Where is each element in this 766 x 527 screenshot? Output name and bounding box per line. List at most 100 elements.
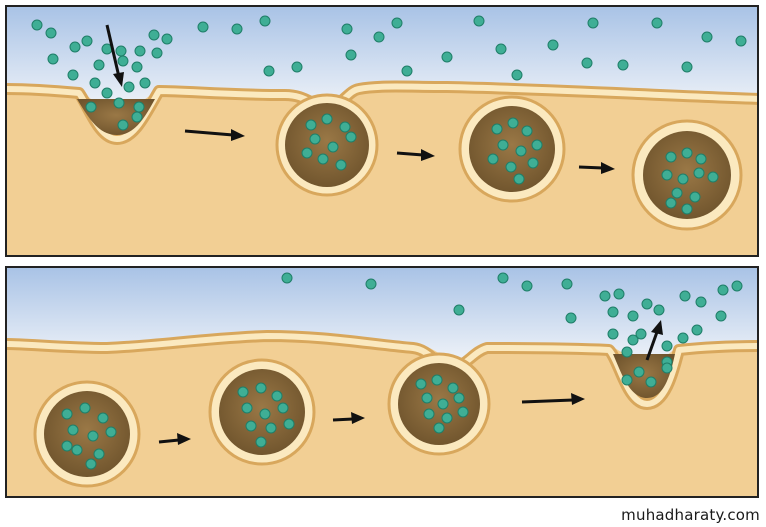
particle-icon xyxy=(61,408,73,420)
particle-icon xyxy=(701,31,713,43)
particle-icon xyxy=(105,426,117,438)
particle-icon xyxy=(495,43,507,55)
particle-icon xyxy=(645,376,657,388)
particle-icon xyxy=(521,280,533,292)
arrow-icon xyxy=(184,129,245,141)
particle-icon xyxy=(271,390,283,402)
arrow-icon xyxy=(521,393,585,405)
particle-icon xyxy=(31,19,43,31)
particle-icon xyxy=(415,378,427,390)
particle-icon xyxy=(661,362,673,374)
particle-icon xyxy=(715,310,727,322)
particle-icon xyxy=(115,45,127,57)
particle-icon xyxy=(97,412,109,424)
particle-icon xyxy=(433,422,445,434)
extracellular-fluid xyxy=(7,268,757,360)
particle-icon xyxy=(511,69,523,81)
particle-icon xyxy=(373,31,385,43)
particle-icon xyxy=(283,418,295,430)
particle-icon xyxy=(441,412,453,424)
particle-icon xyxy=(81,35,93,47)
particle-icon xyxy=(653,304,665,316)
particle-icon xyxy=(263,65,275,77)
particle-icon xyxy=(117,119,129,131)
particle-icon xyxy=(151,47,163,59)
particle-icon xyxy=(265,422,277,434)
particle-icon xyxy=(681,147,693,159)
endocytosis-panel xyxy=(5,5,759,257)
arrow-icon xyxy=(396,149,435,161)
particle-icon xyxy=(661,340,673,352)
particle-icon xyxy=(497,139,509,151)
particle-icon xyxy=(665,151,677,163)
arrow-icon xyxy=(158,433,191,445)
particle-icon xyxy=(327,141,339,153)
exocytosis-panel xyxy=(5,266,759,498)
particle-icon xyxy=(305,119,317,131)
particle-icon xyxy=(255,436,267,448)
particle-icon xyxy=(547,39,559,51)
particle-icon xyxy=(527,157,539,169)
particle-icon xyxy=(259,15,271,27)
particle-icon xyxy=(131,111,143,123)
particle-icon xyxy=(93,59,105,71)
particle-icon xyxy=(365,278,377,290)
particle-icon xyxy=(291,61,303,73)
endocytosis-diagram xyxy=(7,7,757,255)
particle-icon xyxy=(665,197,677,209)
particle-icon xyxy=(693,167,705,179)
particle-icon xyxy=(679,290,691,302)
particle-icon xyxy=(101,87,113,99)
particle-icon xyxy=(695,153,707,165)
particle-icon xyxy=(651,17,663,29)
vesicle-icon xyxy=(275,93,379,197)
particle-icon xyxy=(641,298,653,310)
particle-icon xyxy=(345,131,357,143)
particle-icon xyxy=(681,61,693,73)
particle-icon xyxy=(69,41,81,53)
particle-icon xyxy=(139,77,151,89)
particle-icon xyxy=(691,324,703,336)
particle-icon xyxy=(47,53,59,65)
particle-icon xyxy=(421,392,433,404)
particle-icon xyxy=(345,49,357,61)
particle-icon xyxy=(633,366,645,378)
particle-icon xyxy=(79,402,91,414)
particle-icon xyxy=(677,173,689,185)
particle-icon xyxy=(437,398,449,410)
particle-icon xyxy=(423,408,435,420)
particle-icon xyxy=(505,161,517,173)
particle-icon xyxy=(627,334,639,346)
particle-icon xyxy=(431,374,443,386)
particle-icon xyxy=(301,147,313,159)
particle-icon xyxy=(197,21,209,33)
particle-icon xyxy=(531,139,543,151)
arrow-icon xyxy=(332,412,365,424)
particle-icon xyxy=(45,27,57,39)
particle-icon xyxy=(453,304,465,316)
particle-icon xyxy=(231,23,243,35)
particle-icon xyxy=(317,153,329,165)
particle-icon xyxy=(731,280,743,292)
particle-icon xyxy=(61,440,73,452)
particle-icon xyxy=(661,169,673,181)
particle-icon xyxy=(245,420,257,432)
particle-icon xyxy=(717,284,729,296)
particle-icon xyxy=(617,59,629,71)
particle-icon xyxy=(123,81,135,93)
particle-icon xyxy=(117,55,129,67)
vesicle-icon xyxy=(631,119,743,231)
particle-icon xyxy=(515,145,527,157)
particle-icon xyxy=(93,448,105,460)
particle-icon xyxy=(607,328,619,340)
particle-icon xyxy=(113,97,125,109)
particle-icon xyxy=(133,101,145,113)
particle-icon xyxy=(255,382,267,394)
particle-icon xyxy=(277,402,289,414)
particle-icon xyxy=(85,458,97,470)
particle-icon xyxy=(621,346,633,358)
particle-icon xyxy=(148,29,160,41)
particle-icon xyxy=(561,278,573,290)
arrow-icon xyxy=(578,162,615,174)
particle-icon xyxy=(689,191,701,203)
